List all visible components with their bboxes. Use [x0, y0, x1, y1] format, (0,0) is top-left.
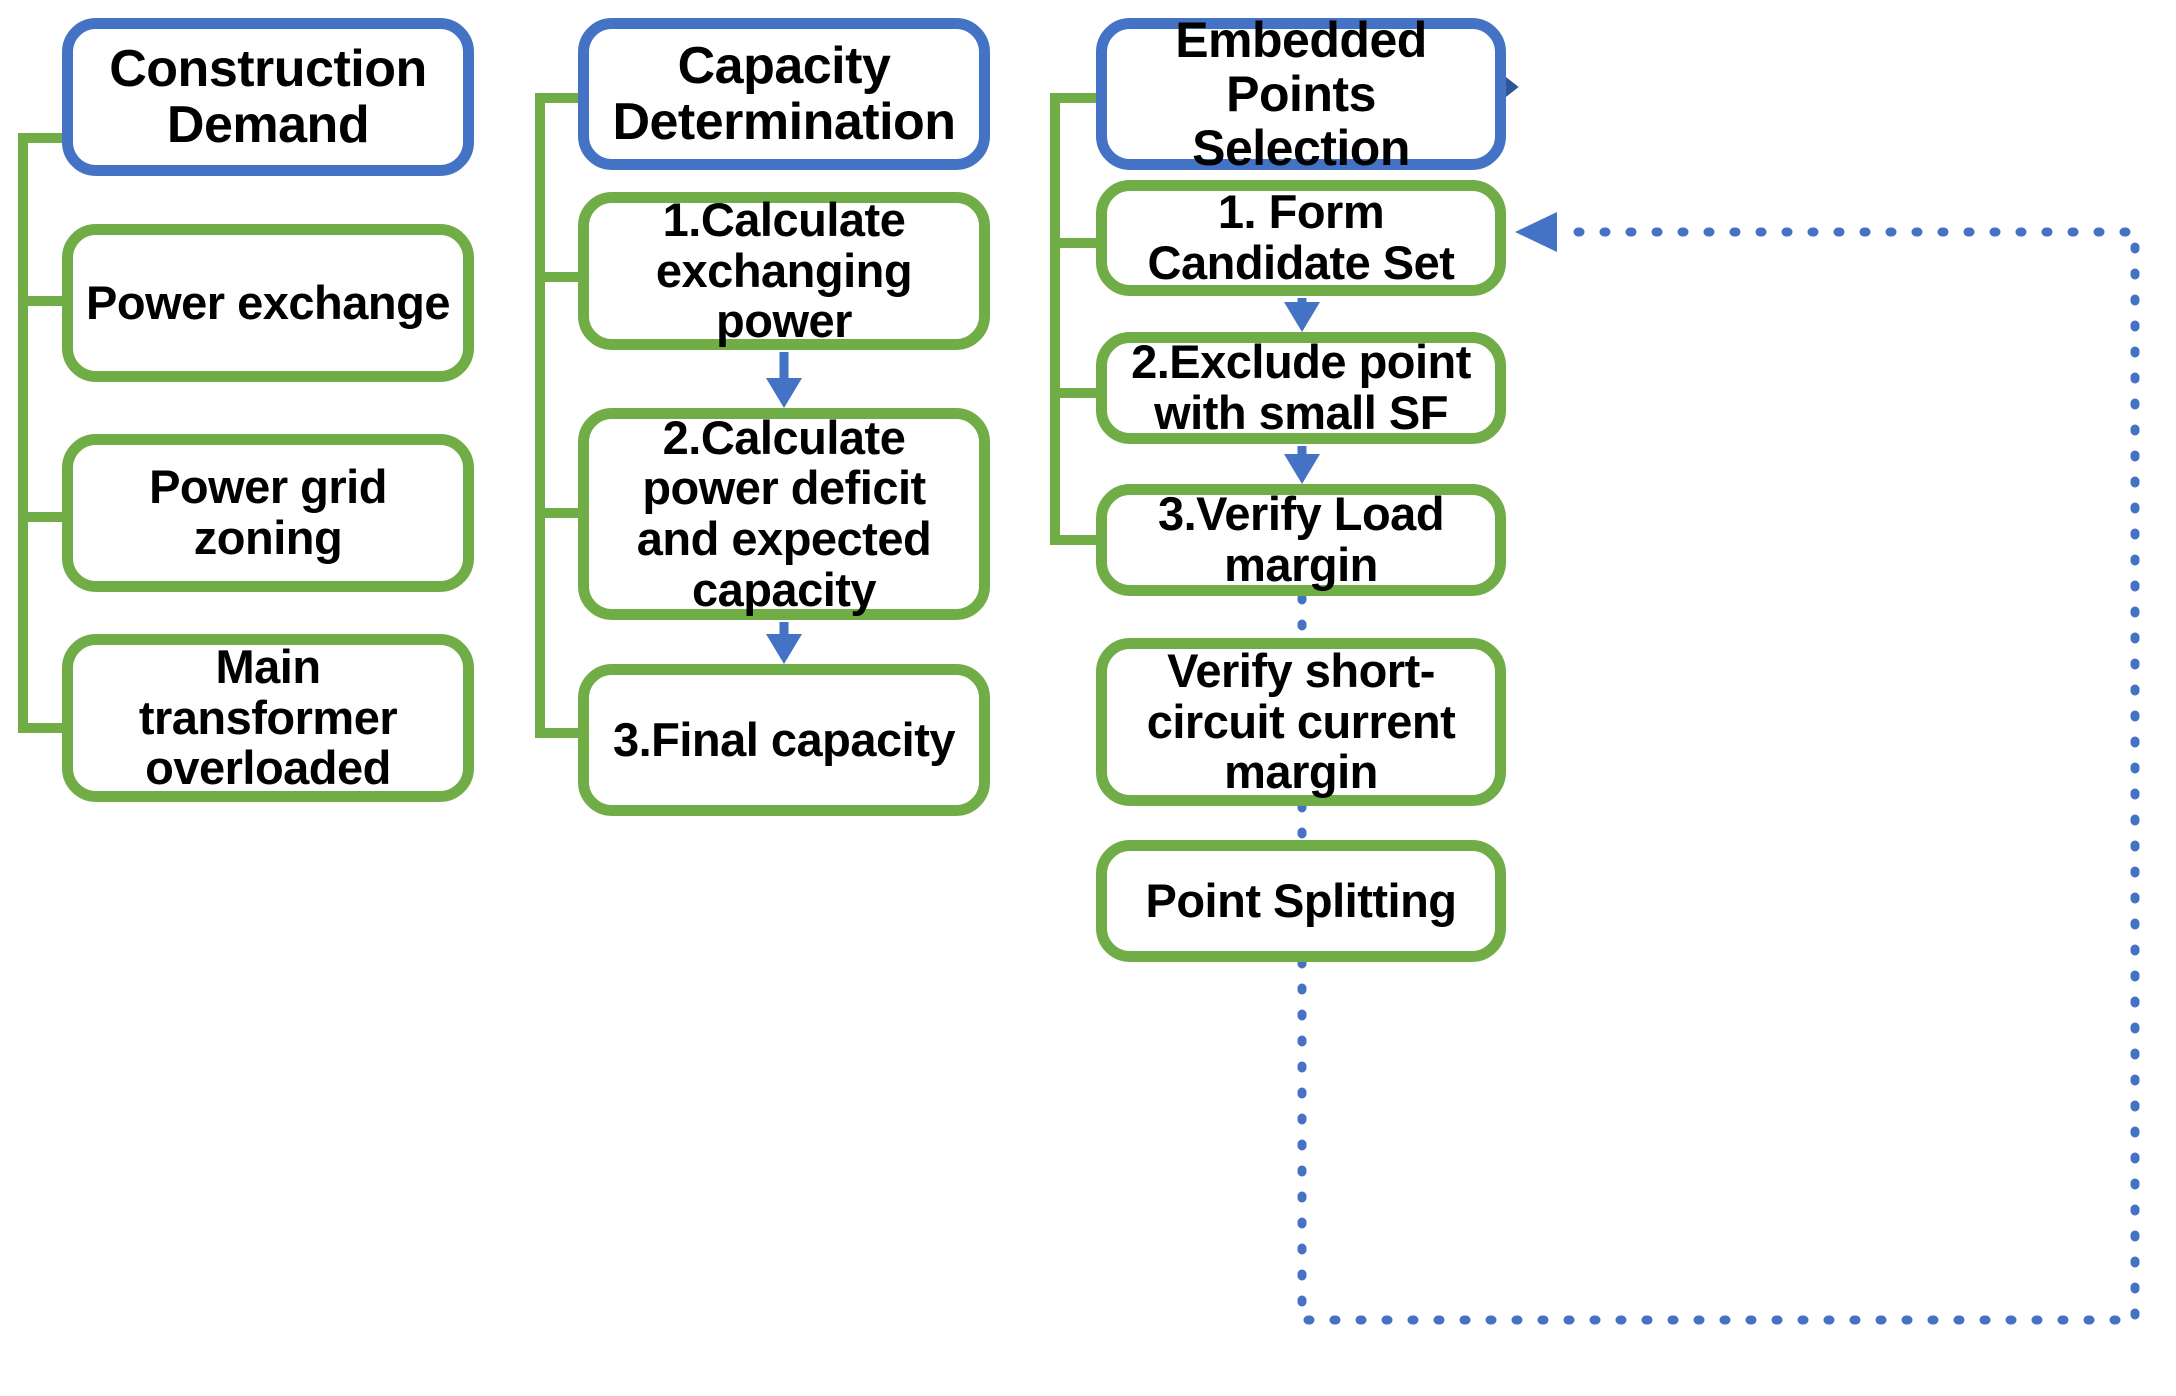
col2-stub-header	[535, 93, 595, 103]
flow-arrow-c3-1to2-icon	[1284, 298, 1320, 332]
flow-arrow-c2-2to3-icon	[766, 622, 802, 664]
node-label: Power exchange	[86, 275, 450, 329]
flow-arrow-c3-2to3-icon	[1284, 446, 1320, 484]
col1-stub-header	[18, 133, 98, 143]
col1-stub-2	[18, 512, 98, 522]
col1-stub-3	[18, 723, 98, 733]
col1-stub-1	[18, 296, 98, 306]
flow-arrow-c2-1to2-icon	[766, 352, 802, 408]
col3-stub-2	[1050, 388, 1110, 398]
col2-stub-3	[535, 728, 595, 738]
col3-stub-3	[1050, 535, 1110, 545]
node-label: Point Splitting	[1145, 873, 1458, 927]
col2-stub-1	[535, 272, 595, 282]
col2-trunk	[535, 93, 545, 738]
node-final-capacity[interactable]: 3.Final capacity	[578, 664, 990, 816]
col3-stub-header	[1050, 93, 1110, 103]
col3-trunk	[1050, 93, 1060, 545]
node-label: 3.Final capacity	[612, 712, 956, 766]
col3-stub-1	[1050, 238, 1110, 248]
col1-trunk	[18, 133, 28, 733]
node-point-splitting[interactable]: Point Splitting	[1096, 840, 1506, 962]
col2-stub-2	[535, 508, 595, 518]
node-power-exchange[interactable]: Power exchange	[62, 224, 474, 382]
